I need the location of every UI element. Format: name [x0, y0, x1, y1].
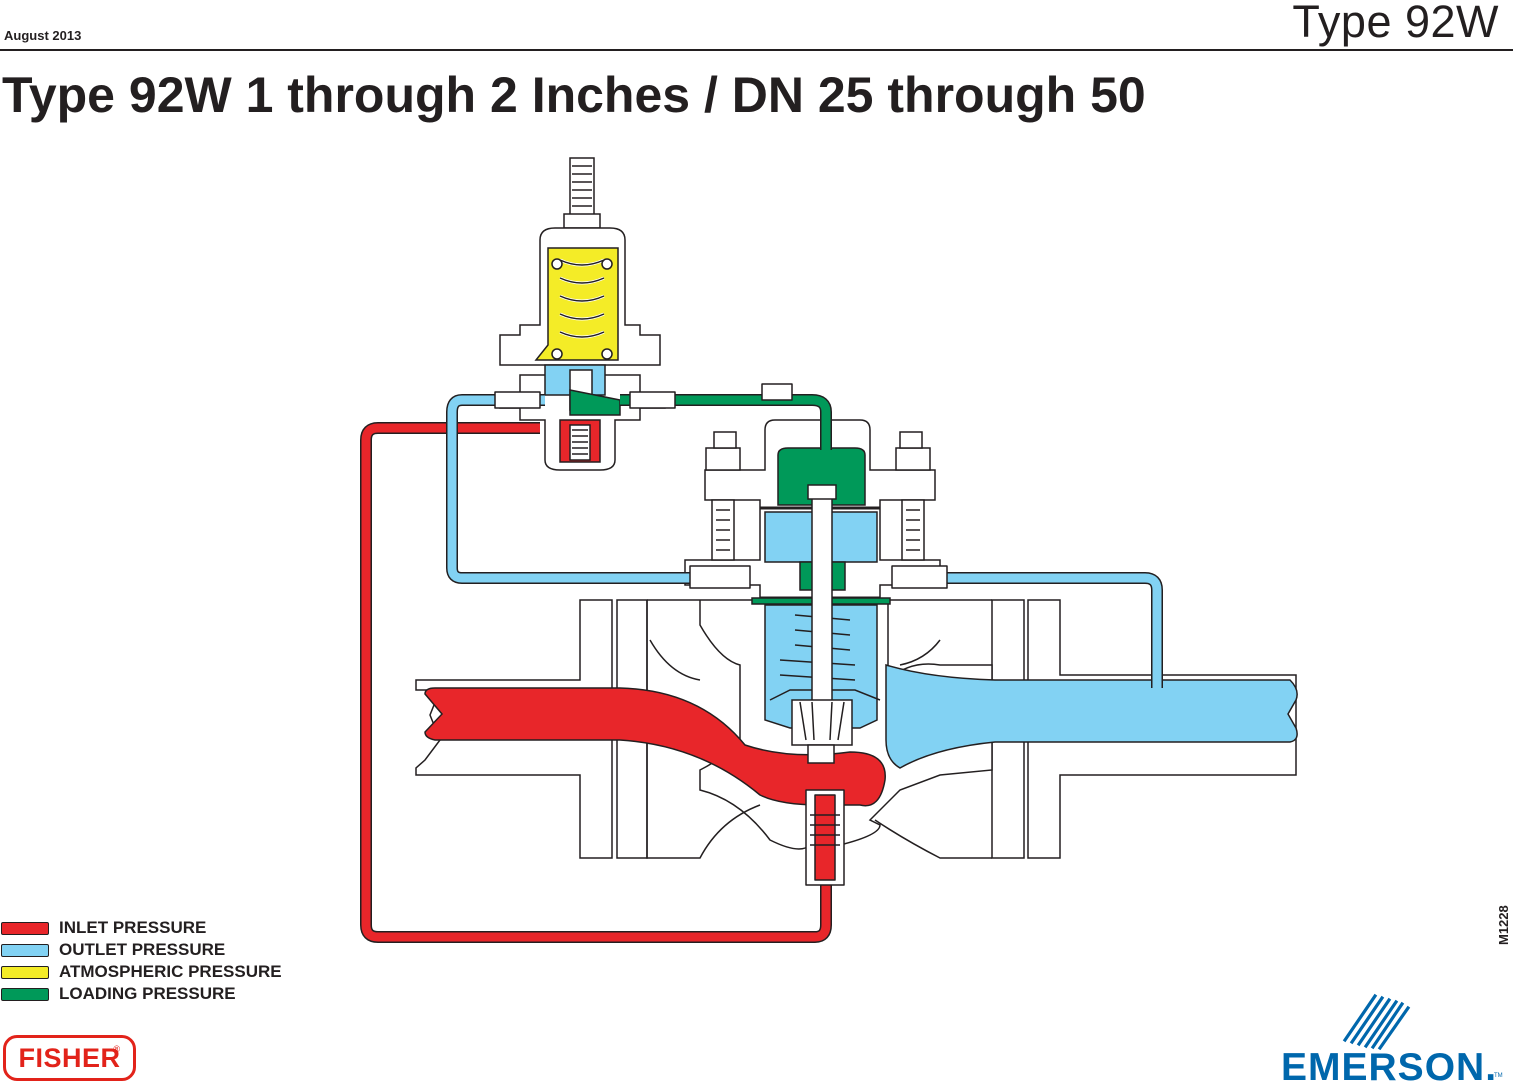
legend-swatch-loading: [1, 987, 49, 1001]
page-title: Type 92W 1 through 2 Inches / DN 25 thro…: [2, 67, 1146, 123]
inlet-flow: [424, 687, 886, 807]
main-actuator: [684, 419, 941, 764]
figure-number: M1228: [1496, 905, 1511, 945]
legend-label-atmospheric: ATMOSPHERIC PRESSURE: [59, 962, 282, 981]
legend-item-loading: LOADING PRESSURE: [1, 983, 282, 1005]
header-rule: [0, 49, 1513, 51]
control-lines: [360, 383, 1163, 943]
legend-item-outlet: OUTLET PRESSURE: [1, 939, 282, 961]
emerson-trademark: TM: [1494, 1073, 1503, 1079]
legend-swatch-inlet: [1, 921, 49, 935]
pressure-legend: INLET PRESSURE OUTLET PRESSURE ATMOSPHER…: [1, 917, 282, 1005]
legend-label-loading: LOADING PRESSURE: [59, 984, 236, 1003]
flow-passages: [424, 663, 1298, 807]
legend-item-atmospheric: ATMOSPHERIC PRESSURE: [1, 961, 282, 983]
pilot-assembly: [499, 157, 666, 471]
document-type-label: Type 92W: [1292, 0, 1499, 47]
legend-swatch-outlet: [1, 943, 49, 957]
legend-swatch-atmospheric: [1, 965, 49, 979]
outlet-flow: [885, 663, 1298, 769]
fisher-registered-mark: ®: [113, 1044, 120, 1054]
legend-item-inlet: INLET PRESSURE: [1, 917, 282, 939]
legend-label-inlet: INLET PRESSURE: [59, 918, 207, 937]
document-date: August 2013: [4, 28, 82, 43]
fisher-logo-icon: FISHER ®: [3, 1035, 136, 1081]
emerson-logo-icon: [1342, 993, 1411, 1050]
legend-label-outlet: OUTLET PRESSURE: [59, 940, 226, 959]
fisher-wordmark: FISHER: [18, 1042, 121, 1073]
emerson-wordmark: EMERSON.: [1281, 1046, 1498, 1089]
